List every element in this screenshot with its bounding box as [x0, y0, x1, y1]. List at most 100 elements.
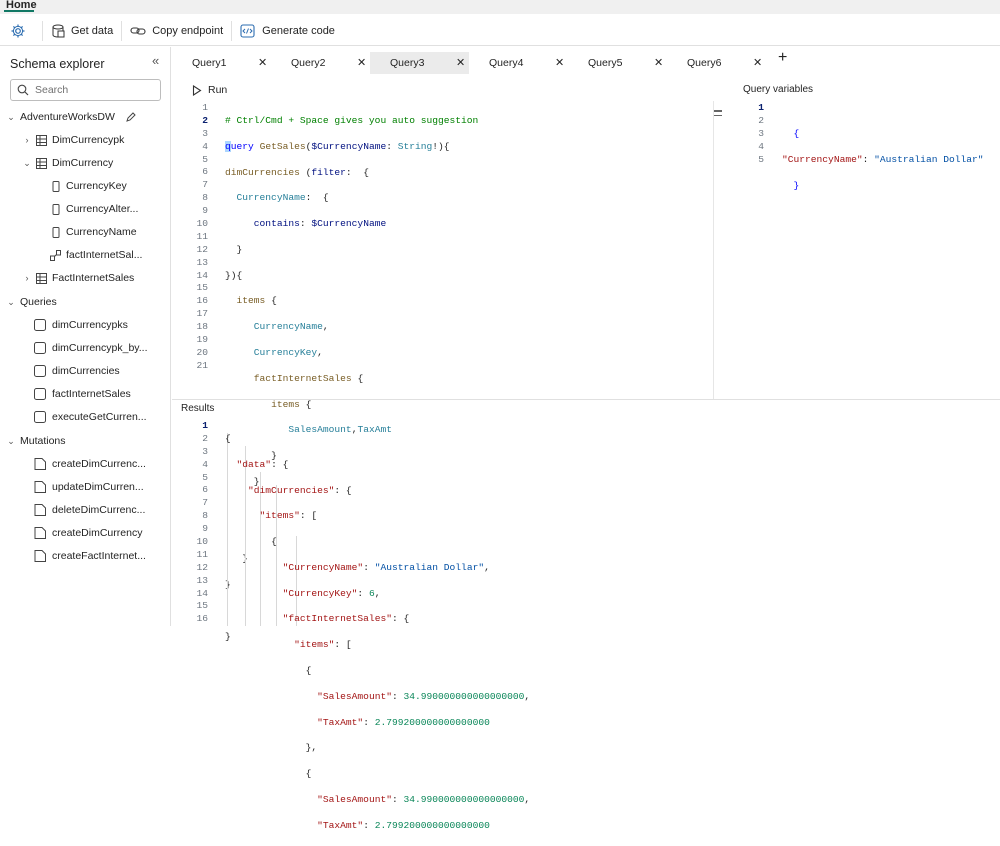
query-item[interactable]: dimCurrencypks	[34, 315, 128, 335]
tab-query4[interactable]: Query4✕	[469, 52, 568, 74]
close-icon[interactable]: ✕	[258, 57, 268, 69]
mutation-label: createDimCurrency	[52, 527, 143, 539]
schema-explorer-title: Schema explorer	[10, 57, 105, 71]
mutation-label: updateDimCurren...	[52, 481, 144, 493]
line-number: 7	[202, 497, 208, 509]
close-icon[interactable]: ✕	[456, 57, 466, 69]
line-number: 19	[196, 334, 208, 346]
results-divider[interactable]	[172, 399, 1000, 400]
tab-label: Query1	[192, 57, 227, 69]
tab-home[interactable]: Home	[6, 0, 37, 11]
mutation-item[interactable]: deleteDimCurrenc...	[34, 500, 145, 520]
database-icon	[52, 24, 65, 38]
tree-item-dimcurrencypk[interactable]: › DimCurrencypk	[22, 130, 125, 150]
query-icon	[34, 319, 46, 331]
tree-item-relationship[interactable]: factInternetSal...	[50, 245, 142, 265]
line-number: 15	[196, 600, 208, 612]
search-input[interactable]: Search	[10, 79, 161, 101]
search-icon	[17, 84, 29, 96]
query-variables-editor[interactable]: { "CurrencyName": "Australian Dollar" }	[782, 127, 984, 191]
variables-gutter: 1 2 3 4 5	[748, 102, 764, 166]
tab-query3[interactable]: Query3 ✕	[370, 52, 469, 74]
mutation-item[interactable]: updateDimCurren...	[34, 477, 144, 497]
tab-query2[interactable]: Query2✕	[271, 52, 370, 74]
query-label: factInternetSales	[52, 388, 131, 400]
minimap-indicator	[714, 110, 722, 116]
collapse-panel-icon[interactable]: «	[152, 53, 160, 68]
chevron-right-icon: ›	[25, 135, 29, 145]
settings-button[interactable]	[0, 16, 42, 46]
line-number: 3	[202, 445, 208, 457]
datasource-node[interactable]: ⌄ AdventureWorksDW	[6, 107, 136, 127]
tab-query5[interactable]: Query5 ✕	[568, 52, 667, 74]
line-number: 11	[196, 230, 208, 242]
query-item[interactable]: executeGetCurren...	[34, 407, 147, 427]
mutations-header: Mutations	[20, 435, 66, 447]
query-label: dimCurrencies	[52, 365, 120, 377]
schema-explorer-panel: Schema explorer « Search ⌄ AdventureWork…	[0, 47, 171, 626]
line-number: 2	[202, 432, 208, 444]
mutation-item[interactable]: createDimCurrenc...	[34, 454, 146, 474]
chevron-right-icon: ›	[25, 273, 29, 283]
mutations-section[interactable]: ⌄ Mutations	[6, 431, 66, 451]
table-icon	[36, 157, 47, 169]
close-icon[interactable]: ✕	[357, 57, 367, 69]
tree-item-field[interactable]: CurrencyKey	[52, 176, 127, 196]
tab-query6[interactable]: Query6✕	[667, 52, 766, 74]
close-icon[interactable]: ✕	[654, 57, 664, 69]
edit-icon[interactable]	[125, 111, 136, 123]
line-number: 12	[196, 561, 208, 573]
query-item[interactable]: factInternetSales	[34, 384, 131, 404]
close-icon[interactable]: ✕	[753, 57, 763, 69]
toolbar: Get data Copy endpoint Generate code	[0, 16, 1000, 46]
generate-code-button[interactable]: Generate code	[232, 16, 343, 46]
indent-guide	[296, 536, 297, 626]
line-number: 5	[202, 471, 208, 483]
line-number: 3	[202, 127, 208, 139]
query-item[interactable]: dimCurrencies	[34, 361, 120, 381]
get-data-label: Get data	[71, 24, 114, 37]
chevron-down-icon: ⌄	[7, 435, 15, 446]
gear-icon	[11, 24, 25, 37]
line-number: 3	[758, 127, 764, 139]
copy-endpoint-button[interactable]: Copy endpoint	[122, 16, 231, 46]
query-label: dimCurrencypks	[52, 319, 128, 331]
mutation-item[interactable]: createDimCurrency	[34, 523, 142, 543]
tree-item-dimcurrency[interactable]: ⌄ DimCurrency	[22, 153, 113, 173]
line-number: 4	[202, 140, 208, 152]
close-icon[interactable]: ✕	[555, 57, 565, 69]
mutation-icon	[34, 527, 46, 539]
editor-gutter: 1 2 3 4 5 6 7 8 9 10 11 12 13 14 15 16 1…	[180, 102, 208, 373]
editor-area: Query1✕ Query2✕ Query3✕ Query4✕ Query5✕ …	[172, 47, 1000, 626]
tab-label: Query5	[588, 57, 623, 69]
tab-label: Query3	[390, 57, 425, 69]
results-viewer[interactable]: { "data": { "dimCurrencies": { "items": …	[225, 432, 531, 831]
line-number: 8	[202, 510, 208, 522]
copy-endpoint-label: Copy endpoint	[152, 24, 224, 37]
line-number: 1	[758, 102, 764, 113]
mutation-icon	[34, 481, 46, 493]
ribbon-tab-bar: Home	[0, 0, 1000, 14]
tree-item-label: CurrencyKey	[66, 180, 127, 192]
tree-item-label: FactInternetSales	[52, 272, 135, 284]
mutation-item[interactable]: createFactInternet...	[34, 546, 146, 566]
editor-vertical-divider[interactable]	[713, 101, 714, 399]
tree-item-factinternetsales[interactable]: › FactInternetSales	[22, 268, 135, 288]
line-number: 9	[202, 205, 208, 217]
toolbar-divider	[121, 20, 123, 41]
get-data-button[interactable]: Get data	[43, 16, 121, 46]
relationship-icon	[50, 249, 61, 261]
tab-query1[interactable]: Query1 ✕	[172, 52, 271, 74]
query-item[interactable]: dimCurrencypk_by...	[34, 338, 148, 358]
datasource-label: AdventureWorksDW	[20, 111, 115, 123]
table-icon	[36, 134, 47, 146]
add-tab-button[interactable]: +	[778, 49, 788, 66]
tree-item-field[interactable]: CurrencyName	[52, 222, 137, 242]
line-number: 6	[202, 484, 208, 496]
indent-guide	[245, 446, 246, 626]
queries-header: Queries	[20, 296, 57, 308]
tree-item-field[interactable]: CurrencyAlter...	[52, 199, 138, 219]
queries-section[interactable]: ⌄ Queries	[6, 292, 57, 312]
indent-guide	[260, 472, 261, 626]
run-button[interactable]: Run	[192, 84, 227, 96]
